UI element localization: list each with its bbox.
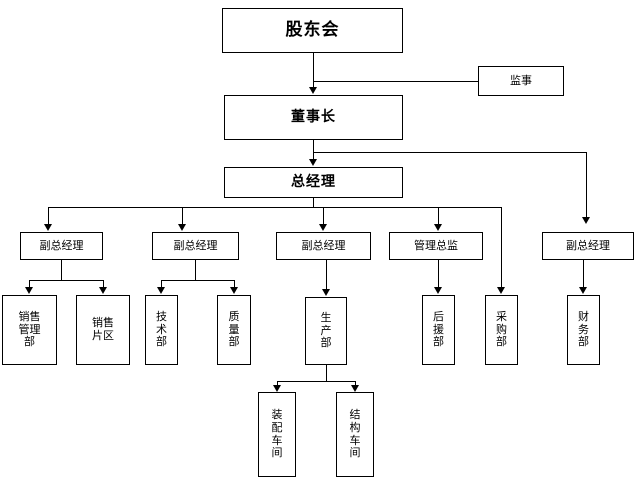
node-vice-general-manager-4: 副总经理 <box>542 232 634 260</box>
node-assembly-workshop: 装 配 车 间 <box>258 392 296 477</box>
arrow-sales-mgmt-in <box>25 287 33 294</box>
arrow-purchasing-in <box>497 287 505 294</box>
node-label: 监事 <box>510 73 532 87</box>
node-label: 财 务 部 <box>578 309 589 349</box>
node-label: 采 购 部 <box>496 309 507 349</box>
node-finance-dept: 财 务 部 <box>567 295 600 365</box>
arrow-gm-in <box>309 159 317 166</box>
arrow-vgm1-in <box>44 224 52 231</box>
node-vice-general-manager-1: 副总经理 <box>20 232 103 260</box>
connector-vgm1-to-sales-mgmt <box>29 280 30 287</box>
arrow-assembly-in <box>273 385 281 392</box>
node-vice-general-manager-3: 副总经理 <box>276 232 371 260</box>
node-vice-general-manager-2: 副总经理 <box>152 232 239 260</box>
connector-chairman-to-gm <box>313 140 314 159</box>
arrow-vgm2-in <box>178 224 186 231</box>
node-label: 装 配 车 间 <box>271 407 283 460</box>
node-supervisor: 监事 <box>478 66 564 96</box>
connector-admin-director-to-support <box>438 260 439 287</box>
node-general-manager: 总经理 <box>224 167 403 198</box>
connector-bus-to-admin-director <box>438 207 439 224</box>
arrow-structure-in <box>351 385 359 392</box>
node-label: 结 构 车 间 <box>349 407 361 460</box>
node-technology-dept: 技 术 部 <box>145 295 178 365</box>
node-label: 技 术 部 <box>156 309 167 349</box>
node-quality-dept: 质 量 部 <box>217 295 251 365</box>
node-sales-region-dept: 销售 片区 <box>76 295 130 365</box>
node-label: 副总经理 <box>301 238 346 252</box>
node-label: 后 援 部 <box>433 309 444 349</box>
connector-gm-bus <box>48 207 502 208</box>
node-label: 副总经理 <box>566 238 610 252</box>
node-admin-director: 管理总监 <box>389 232 483 260</box>
arrow-quality-in <box>230 287 238 294</box>
arrow-chairman-in <box>309 87 317 94</box>
node-label: 生 产 部 <box>320 310 332 350</box>
node-purchasing-dept: 采 购 部 <box>485 295 518 365</box>
node-label: 副总经理 <box>173 238 218 252</box>
connector-chairman-branch-right <box>313 152 586 153</box>
node-label: 质 量 部 <box>228 309 240 349</box>
node-production-dept: 生 产 部 <box>305 297 347 365</box>
node-sales-management-dept: 销售 管理 部 <box>2 295 57 365</box>
connector-production-stem <box>326 365 327 381</box>
connector-vgm4-to-finance <box>583 260 584 287</box>
node-structure-workshop: 结 构 车 间 <box>336 392 374 477</box>
connector-gm-stem <box>313 198 314 208</box>
connector-vgm1-to-sales-region <box>103 280 104 287</box>
arrow-vgm4-in <box>582 217 590 224</box>
connector-bus-to-vgm1 <box>48 207 49 224</box>
connector-vgm3-to-production <box>326 260 327 289</box>
connector-vgm2-to-quality <box>234 280 235 287</box>
node-support-dept: 后 援 部 <box>422 295 455 365</box>
connector-vgm2-bus <box>161 280 234 281</box>
connector-supervisor-to-chairman <box>313 81 478 82</box>
connector-bus-to-vgm2 <box>182 207 183 224</box>
arrow-tech-in <box>157 287 165 294</box>
arrow-admin-director-in <box>434 224 442 231</box>
connector-vgm2-to-tech <box>161 280 162 287</box>
node-chairman: 董事长 <box>224 95 403 140</box>
connector-shareholders-to-chairman <box>313 53 314 87</box>
arrow-vgm3-in <box>319 224 327 231</box>
node-label: 销售 管理 部 <box>18 309 41 349</box>
arrow-sales-region-in <box>99 287 107 294</box>
node-label: 副总经理 <box>39 238 84 252</box>
node-label: 股东会 <box>285 20 340 41</box>
node-label: 销售 片区 <box>92 316 114 342</box>
arrow-production-in <box>322 289 330 296</box>
arrow-support-in <box>434 287 442 294</box>
connector-production-to-structure <box>355 381 356 385</box>
node-shareholders-meeting: 股东会 <box>222 8 403 53</box>
connector-production-to-assembly <box>277 381 278 385</box>
node-label: 管理总监 <box>414 238 458 252</box>
connector-bus-to-purchasing <box>501 207 502 287</box>
connector-vgm1-bus <box>29 280 103 281</box>
connector-production-bus <box>277 381 355 382</box>
node-label: 董事长 <box>291 109 336 126</box>
connector-vgm2-stem <box>195 260 196 280</box>
connector-vgm1-stem <box>61 260 62 280</box>
connector-bus-to-vgm3 <box>323 207 324 224</box>
connector-branch-down-to-vgm4 <box>586 152 587 217</box>
arrow-finance-in <box>579 287 587 294</box>
node-label: 总经理 <box>291 174 336 191</box>
